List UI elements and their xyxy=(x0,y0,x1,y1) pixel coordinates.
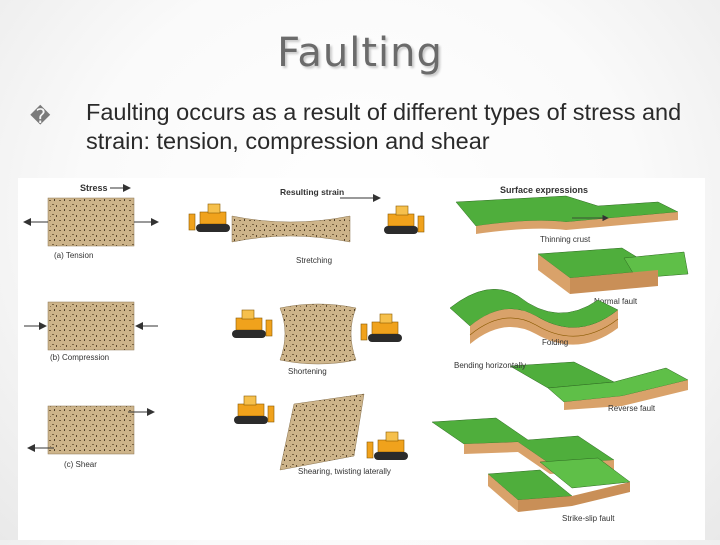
surface-strike-slip-fault: Strike-slip fault xyxy=(487,457,631,523)
surface-thinning-crust: Thinning crust xyxy=(455,195,679,244)
bend-top xyxy=(431,417,615,465)
bulldozer-icon xyxy=(232,309,273,338)
tension-label: (a) Tension xyxy=(54,251,93,260)
bulldozer-icon xyxy=(234,395,275,424)
thinning-crust-side xyxy=(476,212,678,234)
thinning-crust-label: Thinning crust xyxy=(540,235,591,244)
bulldozer-icon xyxy=(188,203,230,232)
shearing-label: Shearing, twisting laterally xyxy=(298,467,391,476)
slide-title: Faulting xyxy=(277,30,443,76)
normal-fault-right-top xyxy=(623,251,689,279)
fold-layer-line xyxy=(469,317,619,337)
sheared-rock-block xyxy=(279,393,365,471)
compression-row: (b) Compression Shortening xyxy=(24,301,402,376)
strike-slip-left-side xyxy=(488,474,518,512)
stretched-rock-block xyxy=(231,215,351,243)
compression-rock-block xyxy=(47,301,135,351)
shear-label: (c) Shear xyxy=(64,460,97,469)
shearing-label-line-1: Shearing, twisting laterally xyxy=(298,467,391,476)
square-bullet-icon: � xyxy=(30,104,51,128)
bulldozer-icon xyxy=(384,205,425,234)
strike-slip-label: Strike-slip fault xyxy=(562,514,615,523)
surface-normal-fault: Normal fault xyxy=(537,247,689,306)
normal-fault-right-side xyxy=(570,270,658,294)
reverse-fault-label: Reverse fault xyxy=(608,404,656,413)
shortening-label: Shortening xyxy=(288,367,327,376)
faulting-diagram: Stress Resulting strain Surface expressi… xyxy=(23,183,689,523)
bending-label: Bending horizontally xyxy=(454,361,526,370)
strike-slip-front xyxy=(518,482,630,512)
shear-row: (c) Shear Shearing, twisting laterally xyxy=(27,393,408,476)
bending-label-text: Bending horizontally xyxy=(454,361,526,370)
normal-fault-label: Normal fault xyxy=(594,297,638,306)
surface-folding: Folding xyxy=(449,289,619,347)
normal-fault-left-side xyxy=(538,254,570,294)
tension-rock-block xyxy=(47,197,135,247)
bulldozer-icon xyxy=(366,431,408,460)
tension-row: (a) Tension Stretching xyxy=(23,197,425,265)
surface-header: Surface expressions xyxy=(500,185,588,195)
faulting-figure: Stress Resulting strain Surface expressi… xyxy=(18,178,705,540)
stress-header: Stress xyxy=(80,183,108,193)
compression-label: (b) Compression xyxy=(50,353,109,362)
stretching-label: Stretching xyxy=(296,256,332,265)
reverse-fault-side xyxy=(564,380,688,410)
folding-label: Folding xyxy=(542,338,568,347)
shortened-rock-block xyxy=(279,303,357,365)
bulldozer-icon xyxy=(360,313,402,342)
surface-reverse-fault: Bending horizontally Reverse fault xyxy=(454,361,689,413)
strain-header: Resulting strain xyxy=(280,187,344,197)
shear-rock-block xyxy=(47,405,135,455)
bullet-text: Faulting occurs as a result of different… xyxy=(86,99,682,154)
